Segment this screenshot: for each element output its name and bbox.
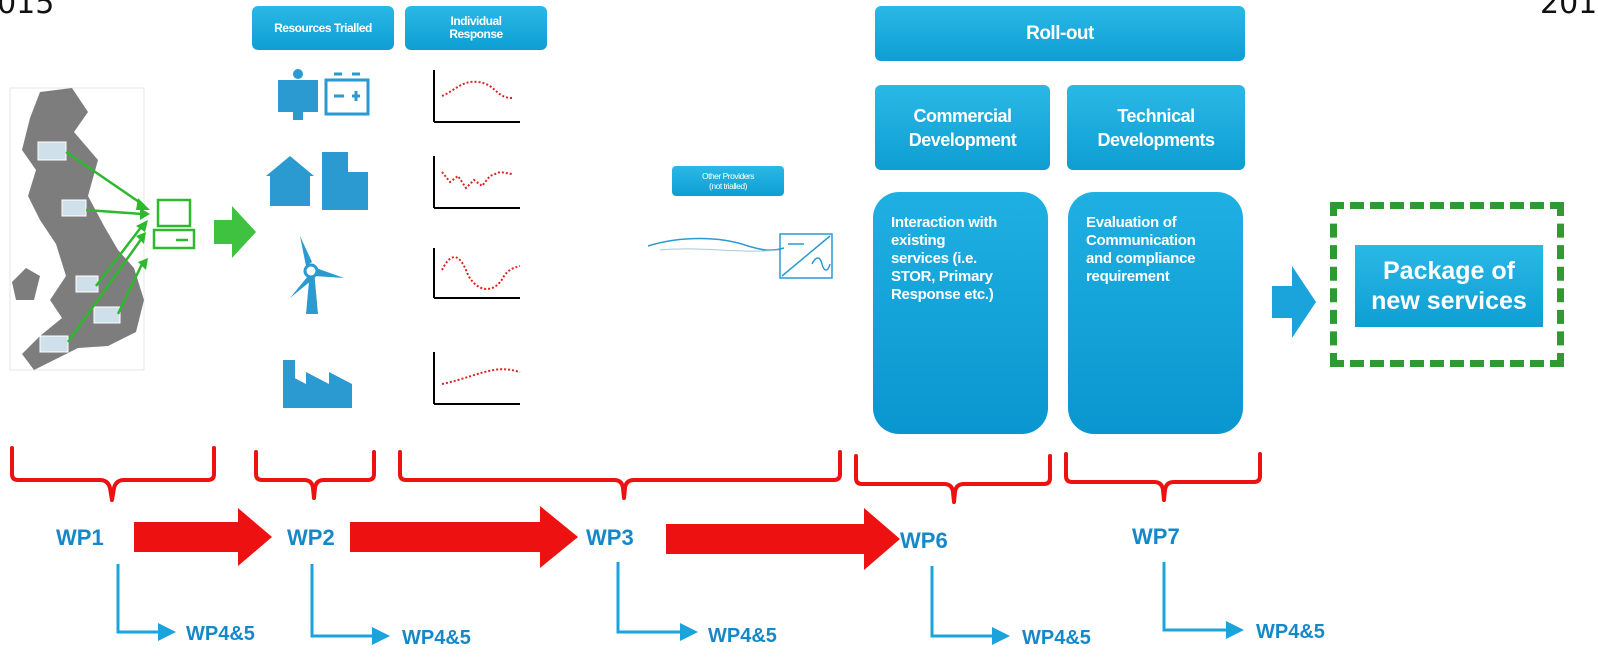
- response-chart-2: [433, 156, 520, 209]
- wp1-label: WP1: [56, 525, 104, 550]
- other-providers-box: Other Providers (not trialled): [672, 166, 784, 196]
- interaction-box: Interaction with existing services (i.e.…: [873, 192, 1048, 434]
- wp-flow-arrows: [134, 506, 900, 570]
- wp4-5-arrowheads: [158, 621, 1244, 645]
- map-meters: [37, 141, 121, 353]
- commercial-development-header: Commercial Development: [875, 85, 1050, 170]
- wp4-5-arrows: [116, 562, 1230, 638]
- wp7-label: WP7: [1132, 524, 1180, 549]
- battery-icon: [324, 72, 370, 116]
- office-building-icon: [322, 152, 368, 210]
- house-icon: [266, 156, 314, 206]
- factory-icon: [283, 360, 352, 408]
- data-collection-arrows: [65, 150, 144, 343]
- wp4-5-label-2: WP4&5: [402, 627, 471, 649]
- wp3-label: WP3: [586, 525, 634, 550]
- wp4-5-label-3: WP4&5: [708, 625, 777, 647]
- evaluation-box: Evaluation of Communication and complian…: [1068, 192, 1243, 434]
- wp2-label: WP2: [287, 525, 335, 550]
- to-package-arrow: [1272, 266, 1316, 338]
- package-of-new-services: Package of new services: [1355, 245, 1543, 327]
- start-year: 2015: [0, 0, 55, 21]
- signal-wave: [647, 237, 785, 251]
- wp-brackets: [10, 446, 1262, 504]
- individual-response-header: Individual Response: [405, 6, 547, 50]
- inverter-icon: [779, 233, 833, 279]
- technical-developments-header: Technical Developments: [1067, 85, 1245, 170]
- response-chart-3: [433, 248, 521, 299]
- package-dashed-frame: [1330, 202, 1564, 367]
- signal-wave-shadow: [659, 248, 781, 252]
- computer-icon: [152, 198, 196, 250]
- response-chart-1: [433, 70, 520, 123]
- wind-turbine-icon: [290, 236, 344, 314]
- solar-panel-icon: [278, 69, 318, 120]
- response-chart-4: [433, 352, 521, 405]
- data-collection-arrowheads: [136, 198, 150, 270]
- wp4-5-label-5: WP4&5: [1256, 621, 1325, 643]
- end-year: 2018: [1540, 0, 1598, 21]
- rollout-header: Roll-out: [875, 6, 1245, 61]
- green-block-arrow: [214, 206, 256, 258]
- wp6-label: WP6: [900, 528, 948, 553]
- wp4-5-label-4: WP4&5: [1022, 627, 1091, 649]
- resources-trialled-header: Resources Trialled: [252, 6, 394, 50]
- wp4-5-label-1: WP4&5: [186, 623, 255, 645]
